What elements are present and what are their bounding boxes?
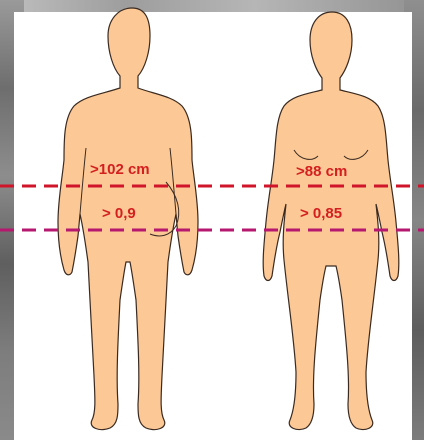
female-ratio-label: > 0,85 [300, 205, 342, 222]
male-ratio-label: > 0,9 [102, 205, 136, 222]
female-waist-label: >88 cm [296, 163, 347, 180]
male-waist-label: >102 cm [90, 161, 150, 178]
